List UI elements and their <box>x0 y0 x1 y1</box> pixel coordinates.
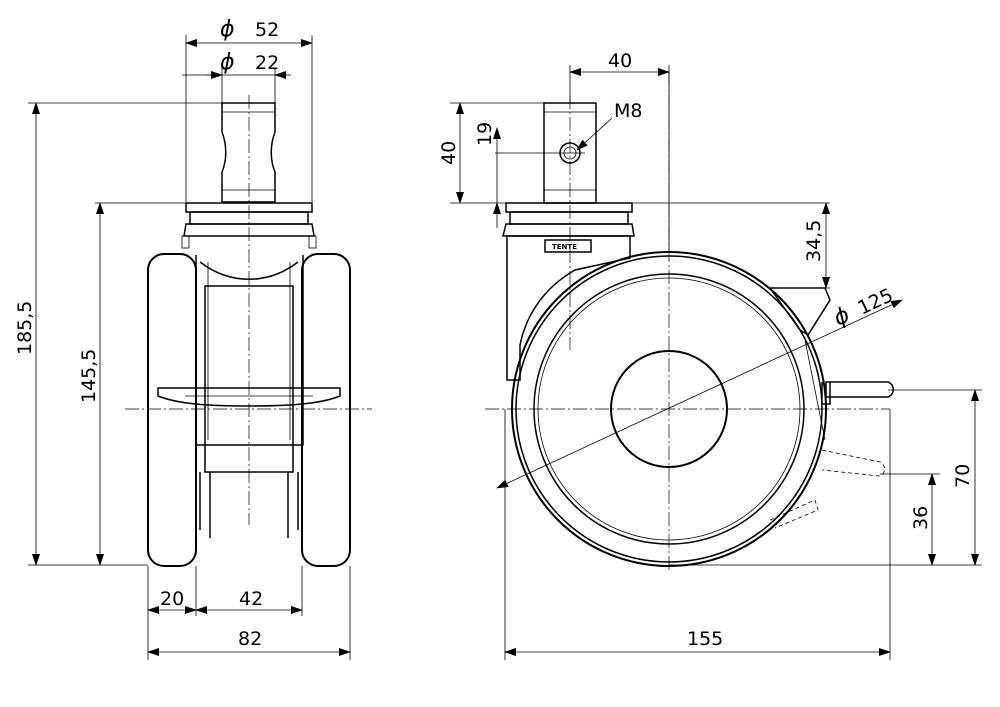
label-hole-height: 19 <box>474 122 496 146</box>
brand-plate <box>544 239 592 253</box>
brand-label: TENTE <box>552 243 577 251</box>
dim-stem-length: 40 <box>438 102 464 204</box>
label-offset: 40 <box>608 50 632 72</box>
label-plate-to-axle: 34,5 <box>803 220 825 262</box>
front-view: ϕ 52 ϕ 22 185,5 145,5 20 42 <box>14 17 372 660</box>
dim-height-to-plate: 145,5 <box>78 202 104 566</box>
label-stem-diameter: 22 <box>255 52 279 74</box>
dim-thread: M8 <box>576 100 642 151</box>
diameter-symbol: ϕ <box>220 17 235 42</box>
side-top-plate <box>502 202 635 237</box>
label-wheel-width: 20 <box>160 588 184 610</box>
dim-brake-height: 70 <box>952 389 979 566</box>
label-thread: M8 <box>614 100 642 122</box>
dim-plate-to-axle: 34,5 <box>803 202 830 289</box>
dim-flange-diameter: ϕ 52 <box>185 17 313 47</box>
dim-pedal-height: 36 <box>910 473 936 566</box>
dim-gap-width: 42 <box>195 588 303 614</box>
side-extension-lines <box>450 65 982 660</box>
dim-wheel-width: 20 <box>147 588 197 614</box>
label-brake-height: 70 <box>952 464 974 488</box>
diameter-symbol: ϕ <box>830 303 854 332</box>
front-wheels <box>147 253 351 567</box>
label-stem-length: 40 <box>438 141 460 165</box>
label-overall-width: 82 <box>238 628 262 650</box>
dim-overall-length: 155 <box>504 628 891 656</box>
side-housing: TENTE <box>506 235 631 381</box>
label-flange-diameter: 52 <box>255 19 279 41</box>
diameter-symbol: ϕ <box>220 50 235 75</box>
side-brake <box>768 287 894 529</box>
label-overall-length: 155 <box>687 628 723 650</box>
front-housing <box>195 255 304 538</box>
dim-overall-width: 82 <box>147 628 351 656</box>
label-gap-width: 42 <box>239 588 263 610</box>
side-view: TENTE <box>438 50 982 660</box>
dim-hole-height: 19 <box>474 122 501 228</box>
label-total-height: 185,5 <box>14 301 36 355</box>
dim-stem-diameter: ϕ 22 <box>182 50 291 79</box>
label-wheel-diameter: 125 <box>854 284 896 319</box>
dim-offset: 40 <box>569 50 670 76</box>
dim-total-height: 185,5 <box>14 102 40 566</box>
front-stem <box>221 102 276 203</box>
label-pedal-height: 36 <box>910 506 932 530</box>
label-height-to-plate: 145,5 <box>78 349 100 403</box>
